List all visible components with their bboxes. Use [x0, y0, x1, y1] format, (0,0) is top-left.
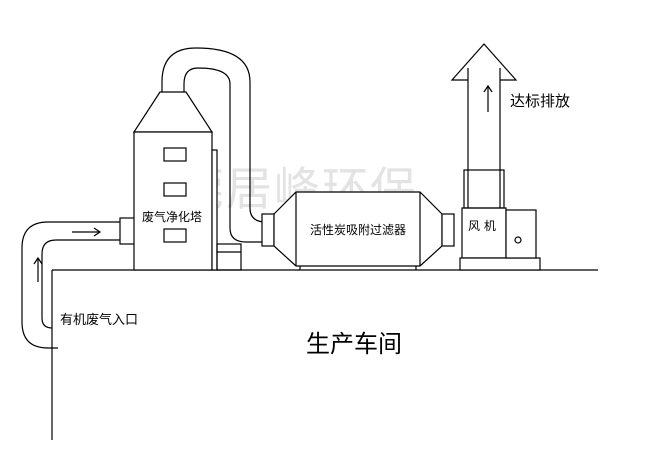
carbon-filter [261, 191, 455, 270]
fan-label: 风 机 [468, 219, 496, 233]
exhaust-stack [450, 43, 518, 209]
discharge-arrow [483, 84, 493, 112]
scrubber-window-top [163, 147, 187, 162]
inlet-label: 有机废气入口 [60, 312, 138, 328]
scrubber-tower [132, 91, 218, 271]
scrubber-label: 废气净化塔 [142, 209, 202, 224]
inlet-duct [21, 217, 137, 349]
discharge-label: 达标排放 [510, 92, 570, 110]
connecting-pipe [161, 47, 272, 243]
fan-unit [459, 207, 541, 271]
scrubber-window-bottom [163, 228, 187, 243]
scrubber-window-middle [163, 182, 187, 197]
workshop-label: 生产车间 [306, 330, 402, 358]
inlet-flow-arrows [33, 227, 102, 282]
scrubber-platform [216, 243, 242, 271]
carbon-filter-label: 活性炭吸附过滤器 [310, 223, 406, 237]
